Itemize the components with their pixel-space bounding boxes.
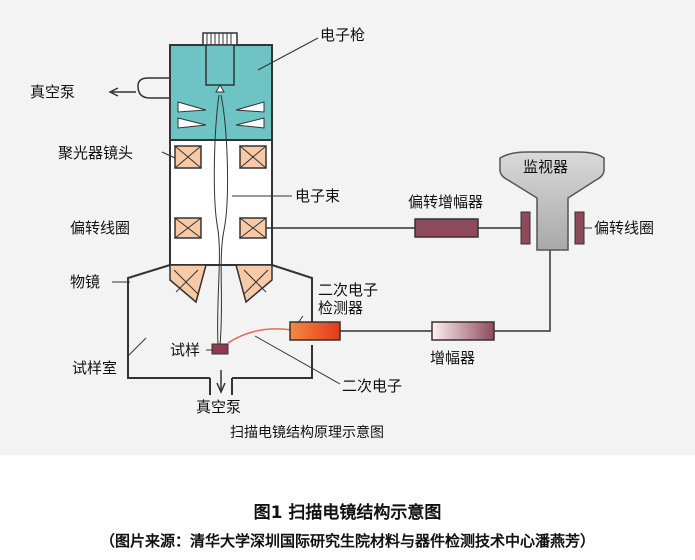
top-pump-pipe	[137, 77, 170, 99]
specimen-chamber	[127, 264, 313, 379]
filament	[215, 83, 225, 93]
secondary-detector	[289, 321, 341, 341]
wire-amp2-to-monitor	[494, 250, 551, 332]
monitor-coil-left	[520, 211, 531, 245]
label-vacuum-pump-bottom: 真空泵	[196, 398, 241, 416]
deflection-amplifier-box	[414, 218, 479, 238]
label-condenser-lens: 聚光器镜头	[58, 144, 133, 162]
amplifier-box	[431, 321, 495, 341]
figure-title: 图1 扫描电镜结构示意图	[253, 503, 442, 523]
figure-source: （图片来源：清华大学深圳国际研究生院材料与器件检测技术中心潘燕芳）	[99, 532, 595, 550]
diagram-caption: 扫描电镜结构原理示意图	[230, 424, 384, 441]
label-electron-beam: 电子束	[295, 187, 340, 205]
monitor-crt	[499, 151, 605, 251]
label-objective-lens: 物镜	[70, 273, 100, 291]
condenser-lens-left	[174, 145, 202, 169]
detector-leader	[297, 315, 304, 324]
label-vacuum-pump-top: 真空泵	[30, 83, 75, 101]
chamber-leader	[127, 337, 147, 357]
label-secondary-electron: 二次电子	[342, 377, 402, 395]
deflection-coil-right-box	[239, 217, 267, 239]
gun-knob	[202, 32, 238, 46]
bottom-pump-arrowhead	[216, 382, 226, 394]
condenser-leader	[161, 151, 176, 159]
sem-diagram: 电子枪 真空泵 聚光器镜头 电子束 偏转线圈 物镜 二次电子 检测器 试样 试样…	[30, 26, 654, 441]
top-pump-arrowhead	[108, 87, 119, 97]
anode-plate-left	[177, 101, 207, 113]
label-secondary-detector-line2: 检测器	[318, 299, 363, 317]
label-deflection-amplifier: 偏转增幅器	[408, 193, 483, 211]
sec-electron-leader	[254, 335, 341, 385]
label-deflection-coil-right: 偏转线圈	[594, 219, 654, 237]
label-specimen: 试样	[170, 341, 200, 359]
monitor-coil-right	[574, 211, 585, 245]
secondary-electron-path	[227, 328, 293, 344]
gun-knob-ridges	[206, 33, 232, 45]
label-specimen-chamber: 试样室	[72, 359, 117, 377]
objective-lens-left	[169, 264, 207, 304]
objective-lens-right	[235, 264, 273, 304]
label-deflection-coil-left: 偏转线圈	[70, 219, 130, 237]
deflection-coil-left-box	[174, 217, 202, 239]
label-electron-gun: 电子枪	[320, 26, 365, 44]
electron-beam	[213, 94, 229, 346]
anode-plate-left-2	[177, 117, 207, 129]
filament-holder	[205, 44, 235, 86]
label-amplifier: 增幅器	[430, 349, 475, 367]
gun-leader	[257, 37, 319, 71]
condenser-lens-right	[239, 145, 267, 169]
specimen-block	[211, 343, 229, 355]
label-secondary-detector-line1: 二次电子	[318, 281, 378, 299]
anode-plate-right	[235, 101, 265, 113]
label-monitor: 监视器	[523, 158, 568, 176]
anode-plate-right-2	[235, 117, 265, 129]
